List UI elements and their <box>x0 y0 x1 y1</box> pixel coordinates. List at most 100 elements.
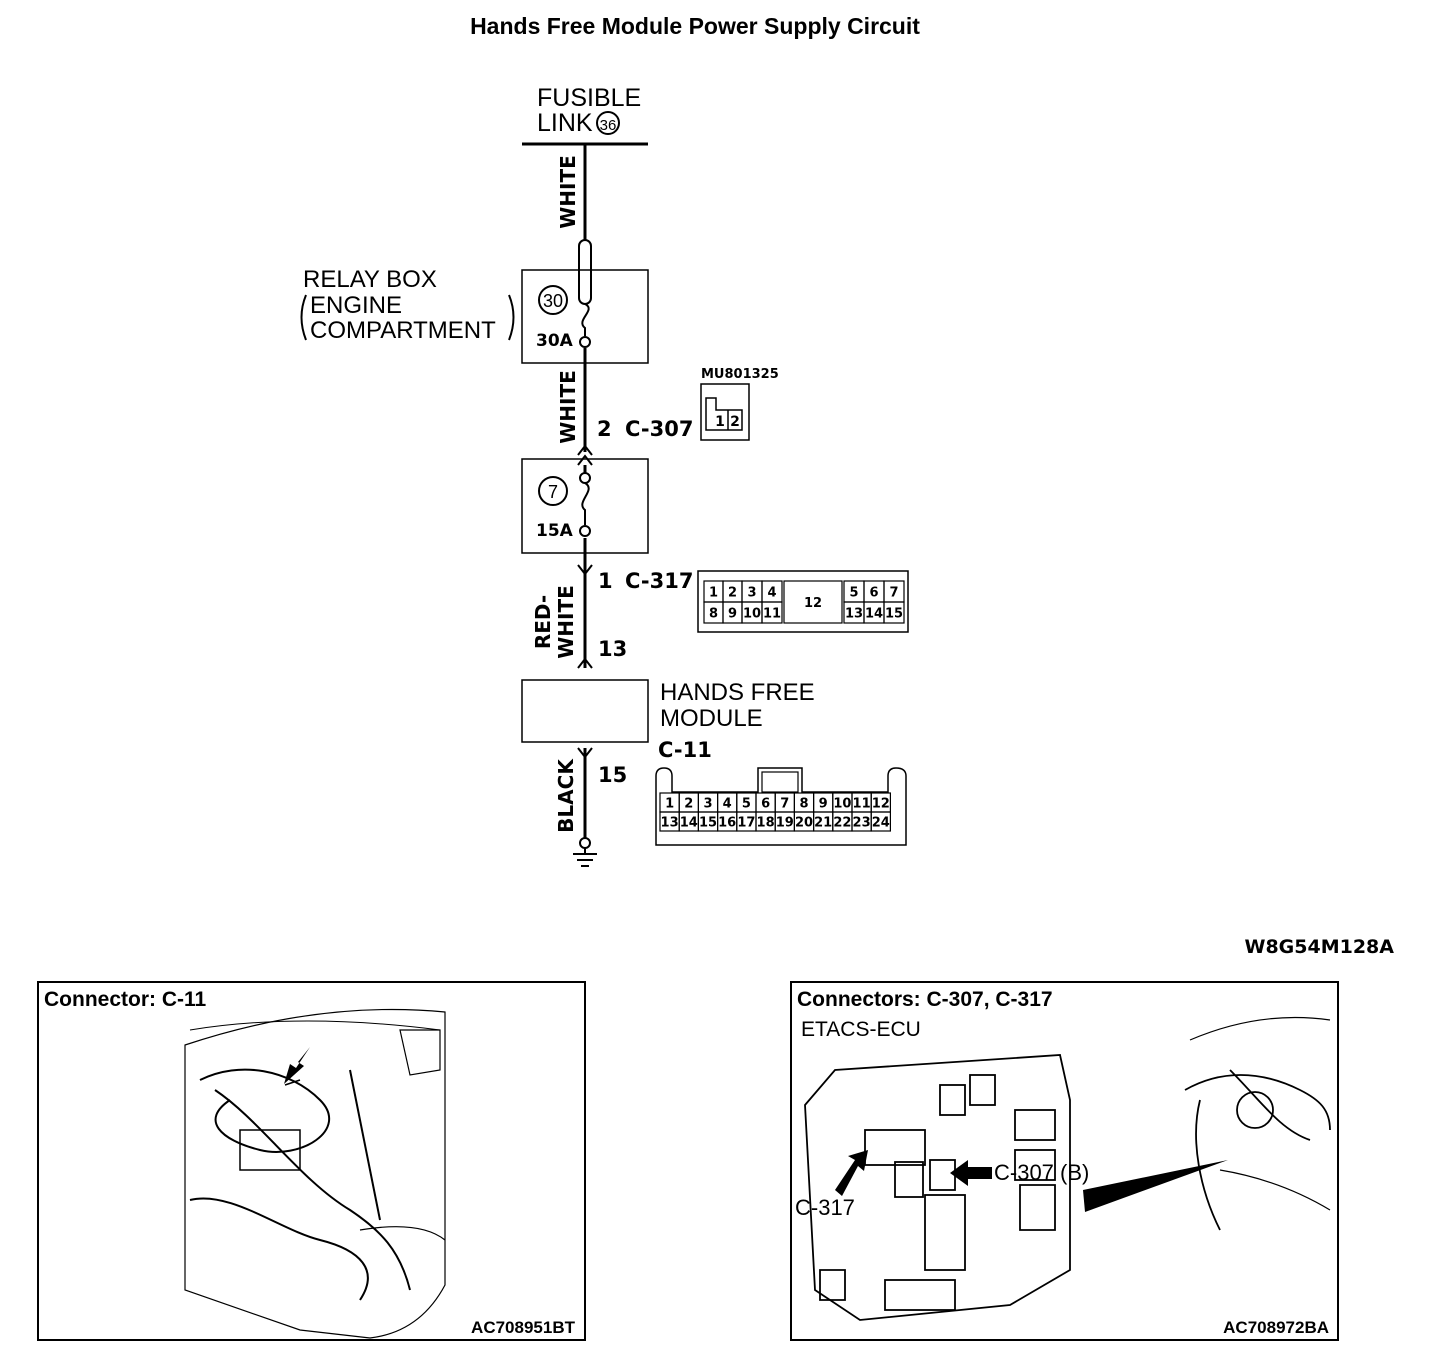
connector-pin-label: 24 <box>872 816 890 831</box>
connector-pin-label: 17 <box>737 816 755 831</box>
c307-connector-shell <box>700 383 750 441</box>
wire-color-white-2: WHITE <box>556 370 580 444</box>
wire-color-white-1: WHITE <box>556 155 580 229</box>
dash-component <box>1236 1091 1274 1129</box>
fuse-7-box <box>521 458 649 554</box>
hands-free-module-label-line2: MODULE <box>660 705 763 732</box>
c317-name: C-317 <box>625 569 693 593</box>
c307-connector-face <box>705 397 743 431</box>
panel-c307-frame <box>790 981 1339 1341</box>
connector-pin-cell <box>761 601 783 624</box>
ecu-fuse-block-3 <box>1019 1184 1056 1231</box>
dash-wire-3 <box>1229 1069 1311 1141</box>
connector-pin-label: 3 <box>703 797 712 812</box>
connector-pin-label: 23 <box>853 816 871 831</box>
c317-connector-mark-bottom <box>577 657 593 669</box>
connector-pin-label: 21 <box>814 816 832 831</box>
connector-pin-label: 16 <box>718 816 736 831</box>
connector-pin-label: 7 <box>889 586 898 601</box>
dashboard-illustration <box>184 1008 446 1339</box>
connector-pin-label: 1 <box>665 797 674 812</box>
panel-c11-title: Connector: C-11 <box>44 988 207 1011</box>
dash-lower-line <box>1219 1169 1331 1211</box>
callout-wedge <box>1083 1160 1228 1212</box>
fuse-30-element <box>581 303 590 336</box>
connector-pin-label: 15 <box>699 816 717 831</box>
dash-wire-1 <box>1184 1074 1331 1131</box>
panel-c11-code: AC708951BT <box>471 1318 576 1337</box>
connector-pin-label: 12 <box>872 797 890 812</box>
c317-connector-shell <box>697 570 909 633</box>
relay-box-label-line1: RELAY BOX <box>303 266 437 293</box>
relay-box-label-line2: ENGINE <box>310 292 402 319</box>
fuse-7-terminal-top <box>579 472 591 484</box>
fuse-7-number-circle <box>538 476 568 506</box>
relay-box: RELAY BOX ENGINE COMPARTMENT 30 30A <box>300 239 649 364</box>
connector-pin-label: 20 <box>795 816 813 831</box>
connector-pin-label: 13 <box>661 816 679 831</box>
fusible-link-number-circle <box>596 111 620 135</box>
connector-pin-label: 8 <box>799 797 808 812</box>
dashboard-outline <box>184 1008 446 1339</box>
fuse-7: 7 15A <box>521 458 649 554</box>
ecu-connector-a <box>894 1161 924 1198</box>
ground-symbol <box>573 837 597 867</box>
arrow-shaft <box>284 1079 301 1086</box>
relay-box-outline <box>521 269 649 364</box>
fusible-link-label-line2: LINK <box>537 109 593 137</box>
connector-pin-label: 2 <box>728 586 737 601</box>
c307-pin-label: 2 <box>730 414 740 430</box>
hands-free-module-label-line1: HANDS FREE <box>660 679 815 706</box>
connector-pin-cell <box>870 811 892 832</box>
connector-pin-label: 9 <box>819 797 828 812</box>
connector-pin-label: 18 <box>757 816 775 831</box>
connector-pin-label: 10 <box>833 797 851 812</box>
fuse-7-rating: 15A <box>536 521 574 541</box>
c11-latch <box>761 771 799 793</box>
ground-terminal <box>579 837 591 849</box>
fusible-link-number: 36 <box>600 117 617 134</box>
relay-box-paren-right <box>508 294 515 341</box>
connector-pin-label: 5 <box>742 797 751 812</box>
connector-pin-label: 19 <box>776 816 794 831</box>
ecu-relay-1 <box>939 1084 966 1116</box>
connector-pin-label: 14 <box>865 607 883 622</box>
panel-c307-label: C-307 (B) <box>994 1160 1089 1185</box>
relay-box-label-line3: COMPARTMENT <box>310 317 496 344</box>
connector-pin-cell <box>783 580 843 624</box>
panel-connector-c11: Connector: C-11 AC708951BT <box>37 981 586 1341</box>
connector-pin-label: 13 <box>845 607 863 622</box>
c307-name: C-307 <box>625 417 693 441</box>
ecu-connector-c307 <box>929 1159 956 1191</box>
fuse-7-element <box>581 482 590 525</box>
c11-connector-shell <box>655 767 907 846</box>
connector-pin-label: 11 <box>763 607 781 622</box>
dash-top-line <box>1189 1016 1331 1041</box>
wire-harness-1 <box>199 1068 330 1153</box>
connector-pin-label: 4 <box>767 586 776 601</box>
diagram-code: W8G54M128A <box>1245 936 1395 958</box>
connector-pin-label: 1 <box>709 586 718 601</box>
panel-c11-frame <box>37 981 586 1341</box>
ecu-mount-tab <box>819 1269 846 1301</box>
panel-c307-title: Connectors: C-307, C-317 <box>797 988 1053 1011</box>
connector-pin-label: 12 <box>804 596 822 611</box>
etacs-ecu-illustration <box>804 1054 1071 1321</box>
fusible-link-label-line1: FUSIBLE <box>537 84 641 112</box>
dashboard-top-line <box>189 1020 441 1031</box>
panel-connector-c307-c317: Connectors: C-307, C-317 ETACS-ECU C-307… <box>790 981 1339 1341</box>
c317-pin-bottom: 13 <box>598 637 627 661</box>
c11-connector-mark <box>577 747 593 759</box>
ecu-relay-block <box>924 1194 966 1271</box>
panel-c317-label: C-317 <box>795 1195 855 1220</box>
connector-pin-label: 22 <box>833 816 851 831</box>
c307-connector-mark <box>577 444 593 466</box>
fusible-link-element <box>578 239 592 305</box>
fuse-30-terminal <box>579 336 591 348</box>
wire-color-white-3: WHITE <box>554 585 578 659</box>
c307-pin-label: 1 <box>715 414 725 430</box>
